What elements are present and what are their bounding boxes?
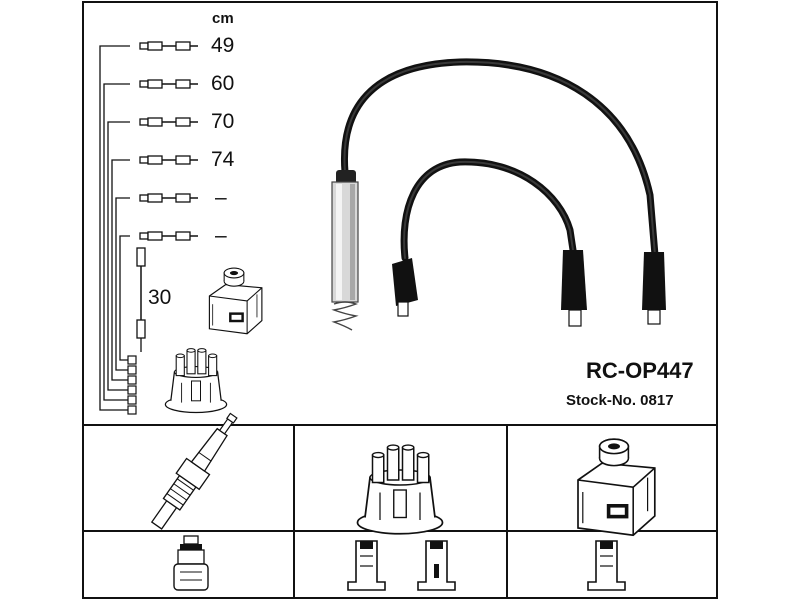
ignition-coil-icon	[577, 438, 656, 537]
wire-length-4: 74	[211, 148, 235, 171]
wire-set-schematic	[99, 41, 263, 415]
spark-plug-icon	[150, 412, 238, 530]
stock-number: Stock-No. 0817	[566, 392, 674, 409]
wire-length-2: 60	[211, 72, 235, 95]
wire-length-5: –	[215, 186, 227, 209]
coil-lead-length: 30	[148, 286, 172, 309]
wire-length-3: 70	[211, 110, 235, 133]
coil-terminal-icon	[587, 540, 626, 591]
cap-terminal-icon	[417, 540, 456, 591]
plug-terminal-icon	[173, 535, 209, 591]
wire-length-6: –	[215, 224, 227, 247]
ignition-wire-set-icon	[331, 58, 666, 331]
model-number: RC-OP447	[586, 358, 694, 383]
length-unit-label: cm	[212, 10, 234, 27]
cap-terminal-icon	[347, 540, 386, 591]
wire-length-1: 49	[211, 34, 235, 57]
distributor-cap-icon	[356, 444, 444, 535]
